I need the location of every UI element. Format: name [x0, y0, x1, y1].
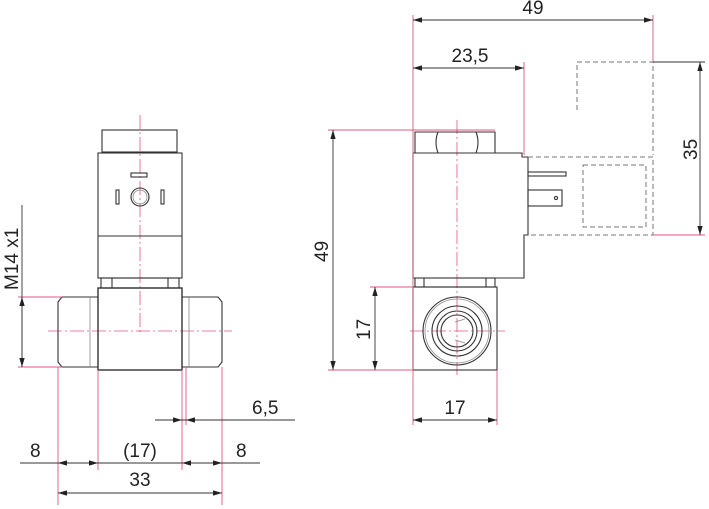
- coil-cap: [101, 129, 178, 153]
- left-fitting: [57, 296, 98, 368]
- connector-pin: [527, 171, 567, 177]
- side-dimensions: 49 23,5 35 49 17 17: [312, 0, 705, 425]
- right-fitting: [182, 296, 223, 368]
- dim-body-ref: (17): [123, 441, 157, 462]
- connector-slot-icon: [130, 172, 148, 178]
- side-view: [410, 61, 654, 375]
- dim-offset: 6,5: [252, 398, 278, 419]
- connector-plug-outline: [576, 61, 654, 155]
- valve-body: [97, 287, 183, 371]
- dim-right-fitting: 8: [236, 441, 247, 462]
- coil-housing-side: [412, 152, 529, 279]
- dim-total-width: 49: [522, 0, 543, 19]
- dim-coil-width: 23,5: [452, 46, 489, 67]
- front-view: [48, 115, 232, 371]
- connector-flat-pin: [527, 189, 563, 207]
- dim-connector-height: 35: [681, 139, 702, 160]
- dim-left-fitting: 8: [30, 441, 41, 462]
- front-dimensions: M14 x1 6,5 8 (17) 8 33: [2, 205, 295, 505]
- port-bore: [440, 314, 474, 348]
- port-outer-ring: [422, 296, 492, 366]
- thread-label: M14 x1: [2, 228, 23, 290]
- coil-nut: [414, 131, 496, 154]
- dim-body-height: 17: [354, 319, 375, 340]
- dim-body-width: 17: [444, 398, 465, 419]
- connector-socket-icon: [130, 187, 150, 207]
- dim-overall-width: 33: [129, 470, 150, 491]
- dim-total-height: 49: [312, 241, 333, 262]
